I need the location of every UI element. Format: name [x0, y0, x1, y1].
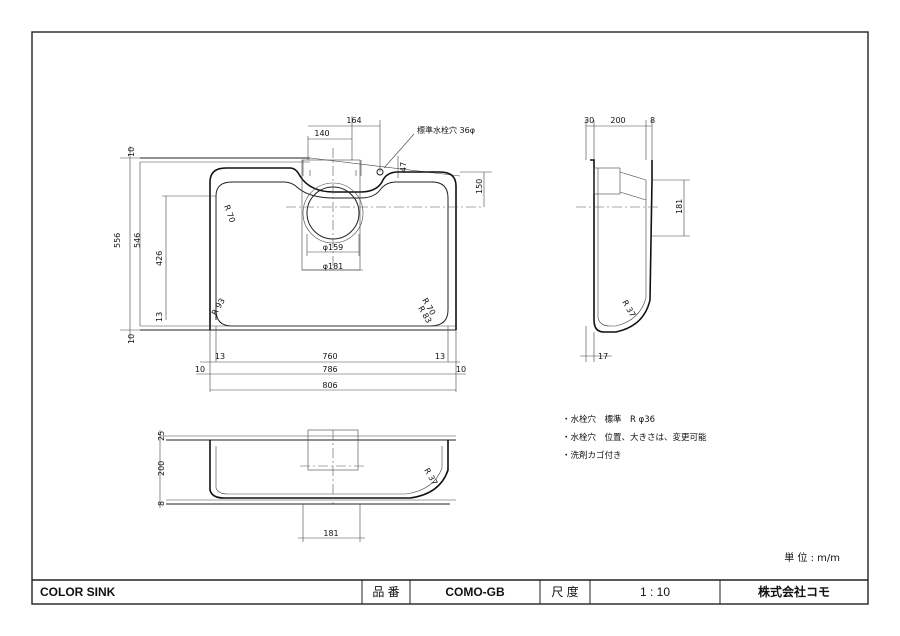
- dim-top-10: 10: [127, 147, 136, 157]
- dim-760: 760: [322, 352, 337, 361]
- side-view: 30 200 8 181 R 37 17: [576, 116, 690, 362]
- front-dim-200: 200: [157, 461, 166, 476]
- drawing-frame: [31, 31, 869, 605]
- dim-546: 546: [133, 233, 142, 248]
- note-1: ・水栓穴 標準 R φ36: [562, 414, 655, 425]
- dim-786: 786: [322, 365, 337, 374]
- dim-140: 140: [314, 129, 329, 138]
- side-dim-200: 200: [610, 116, 625, 125]
- dim-426: 426: [155, 251, 164, 266]
- radius-r93: R 93: [210, 297, 227, 317]
- dim-phi159: φ159: [323, 243, 344, 252]
- front-dim-25: 25: [157, 431, 166, 441]
- side-radius-r37: R 37: [620, 299, 637, 319]
- unit-label: 単 位 : m/m: [784, 551, 840, 564]
- title-block: COLOR SINK 品 番 COMO-GB 尺 度 1 : 10 株式会社コモ: [32, 579, 868, 604]
- notes: ・水栓穴 標準 R φ36 ・水栓穴 位置、大きさは、変更可能 ・洗剤カゴ付き: [562, 414, 707, 461]
- side-dim-30: 30: [584, 116, 594, 125]
- front-dim-8: 8: [157, 501, 166, 506]
- model-no: COMO-GB: [445, 585, 505, 599]
- product-label: COLOR SINK: [40, 585, 116, 599]
- side-dim-8: 8: [650, 116, 655, 125]
- scale-value: 1 : 10: [640, 585, 670, 599]
- note-3: ・洗剤カゴ付き: [562, 450, 622, 461]
- dim-13-bottom-left: 13: [215, 352, 225, 361]
- dim-556: 556: [113, 233, 122, 248]
- dim-phi181: φ181: [323, 262, 344, 271]
- dim-164: 164: [346, 116, 361, 125]
- company-name: 株式会社コモ: [758, 584, 830, 599]
- faucet-hole-label: 標準水栓穴 36φ: [417, 125, 475, 135]
- dim-806: 806: [322, 381, 337, 390]
- side-dim-17: 17: [598, 352, 608, 361]
- side-dim-181: 181: [675, 199, 684, 214]
- dim-bottom-10: 10: [127, 334, 136, 344]
- dim-150: 150: [475, 179, 484, 194]
- radius-r70-top: R 70: [222, 204, 237, 224]
- scale-label: 尺 度: [551, 584, 578, 599]
- dim-13-left: 13: [155, 312, 164, 322]
- front-radius-r37: R 37: [422, 467, 439, 487]
- front-dim-181: 181: [323, 529, 338, 538]
- dim-47: 47: [399, 162, 408, 172]
- dim-10-bottom-left: 10: [195, 365, 205, 374]
- model-no-label: 品 番: [372, 585, 399, 599]
- note-2: ・水栓穴 位置、大きさは、変更可能: [562, 432, 707, 443]
- plan-view: 164 140 標準水栓穴 36φ 47 150 10 556 546 426 …: [113, 116, 492, 392]
- dim-10-bottom-right: 10: [456, 365, 466, 374]
- dim-13-bottom-right: 13: [435, 352, 445, 361]
- front-view: 25 200 8 R 37 181: [157, 429, 456, 542]
